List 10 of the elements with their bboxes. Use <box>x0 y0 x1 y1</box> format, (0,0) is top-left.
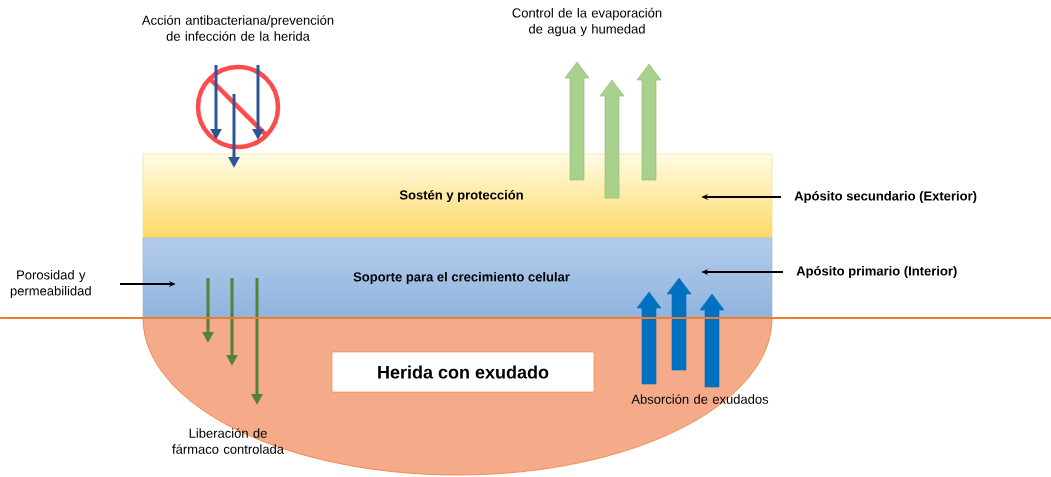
caption-text: Control de la evaporación de agua y humedad <box>512 7 662 37</box>
inner-dressing-layer: Soporte para el crecimiento celular <box>142 237 773 319</box>
caption-text: Liberación de fármaco controlada <box>172 428 284 454</box>
caption-text: Absorción de exudados <box>631 394 769 404</box>
caption-text: Acción antibacteriana/prevención de infección de la herida <box>141 15 334 41</box>
side-label: Porosidad y permeabilidad <box>10 269 91 299</box>
side-label: Apósito secundario (Exterior) <box>794 190 977 204</box>
side-label: Apósito primario (Interior) <box>796 265 957 279</box>
outer-dressing-layer: Sostén y protección <box>142 153 773 239</box>
title-box: Herida con exudado <box>331 351 595 393</box>
